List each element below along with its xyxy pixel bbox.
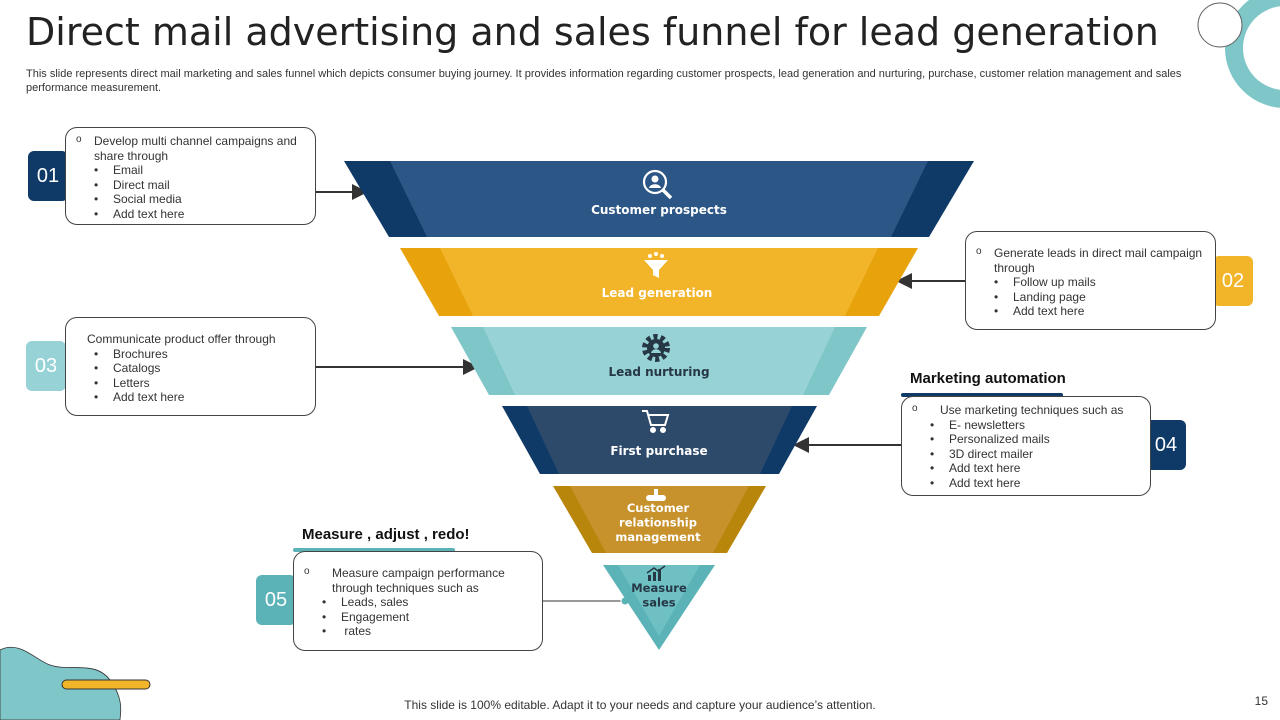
list-item: Social media (66, 192, 315, 207)
funnel-label-line: Customer prospects (591, 203, 727, 217)
list-item: rates (294, 624, 542, 639)
gear-icon (642, 334, 670, 362)
step-box-04: Use marketing techniques such as E- news… (901, 396, 1151, 496)
list-item: Add text here (66, 390, 315, 405)
step-box-02: Generate leads in direct mail campaign t… (965, 231, 1216, 330)
page-subtitle: This slide represents direct mail market… (26, 68, 1182, 94)
handshake-icon (646, 489, 666, 501)
funnel-label-4: First purchase (610, 444, 707, 458)
step-05-heading: Measure , adjust , redo! (302, 526, 470, 543)
funnel-layer-customer-prospects: Customer prospects (344, 161, 974, 237)
step-box-05: Measure campaign performance through tec… (293, 551, 543, 651)
step-04-lead: Use marketing techniques such as (902, 402, 1150, 418)
funnel-label-line: Lead generation (602, 286, 713, 300)
step-01-list: Email Direct mail Social media Add text … (66, 163, 315, 221)
search-user-icon (642, 169, 673, 200)
list-item: Add text here (966, 304, 1215, 319)
list-item: Personalized mails (902, 432, 1150, 447)
chart-icon (646, 565, 666, 581)
step-04-heading: Marketing automation (910, 370, 1066, 387)
step-number-01: 01 (28, 151, 68, 201)
list-item: Leads, sales (294, 595, 542, 610)
funnel-label-line: sales (642, 596, 675, 610)
funnel-layer-first-purchase: First purchase (502, 406, 817, 474)
step-05-list: Leads, sales Engagement rates (294, 595, 542, 639)
list-item: Add text here (902, 476, 1150, 491)
step-number-04: 04 (1146, 420, 1186, 470)
footer-note: This slide is 100% editable. Adapt it to… (404, 698, 876, 712)
step-04-list: E- newsletters Personalized mails 3D dir… (902, 418, 1150, 491)
corner-decoration-bottom-left (0, 647, 151, 720)
step-03-lead: Communicate product offer through (87, 332, 276, 346)
list-item: Follow up mails (966, 275, 1215, 290)
funnel-label-line: Measure (631, 581, 687, 595)
funnel-label-line: Lead nurturing (608, 365, 709, 379)
step-05-heading-bar (293, 548, 455, 552)
step-box-03: Communicate product offer through Brochu… (65, 317, 316, 416)
funnel-layer-lead-generation: Lead generation (400, 248, 918, 316)
funnel-label-line: relationship (619, 516, 697, 530)
step-02-list: Follow up mails Landing page Add text he… (966, 275, 1215, 319)
list-item: Catalogs (66, 361, 315, 376)
list-item: Landing page (966, 290, 1215, 305)
list-item: Add text here (66, 207, 315, 222)
step-04-heading-bar (901, 393, 1063, 397)
step-02-lead: Generate leads in direct mail campaign t… (966, 245, 1215, 275)
step-number-02: 02 (1213, 256, 1253, 306)
step-number-03: 03 (26, 341, 66, 391)
funnel-label-2: Lead generation (602, 286, 713, 300)
list-item: Email (66, 163, 315, 178)
funnel-icon (644, 252, 668, 278)
list-item: Letters (66, 376, 315, 391)
funnel-label-line: Customer (627, 501, 690, 515)
list-item: 3D direct mailer (902, 447, 1150, 462)
funnel-label-line: management (615, 530, 701, 544)
step-05-lead: Measure campaign performance through tec… (294, 565, 542, 595)
page-number: 15 (1254, 694, 1268, 708)
corner-decoration-top-right (1197, 0, 1280, 108)
step-number-05: 05 (256, 575, 296, 625)
list-item: Add text here (902, 461, 1150, 476)
funnel-label-1: Customer prospects (591, 203, 727, 217)
cart-icon (642, 410, 670, 433)
funnel-label-3: Lead nurturing (608, 365, 709, 379)
list-item: E- newsletters (902, 418, 1150, 433)
page-title: Direct mail advertising and sales funnel… (26, 10, 1159, 54)
funnel-label-line: First purchase (610, 444, 707, 458)
funnel-layer-lead-nurturing: Lead nurturing (451, 327, 867, 395)
step-box-01: Develop multi channel campaigns and shar… (65, 127, 316, 225)
step-03-list: Brochures Catalogs Letters Add text here (66, 347, 315, 405)
list-item: Engagement (294, 610, 542, 625)
list-item: Brochures (66, 347, 315, 362)
list-item: Direct mail (66, 178, 315, 193)
step-01-lead: Develop multi channel campaigns and shar… (66, 133, 315, 163)
